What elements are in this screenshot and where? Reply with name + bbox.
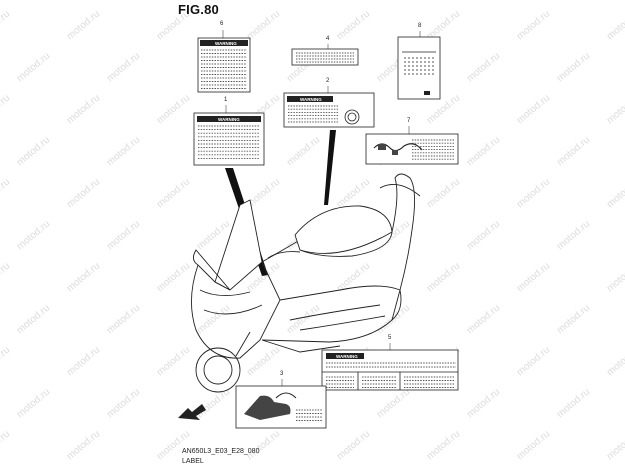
label-8[interactable]: [397, 31, 441, 100]
label-7[interactable]: [365, 126, 459, 165]
label-2[interactable]: [283, 86, 375, 128]
label-5-warning-text: WARNING: [336, 354, 358, 359]
callout-number-3: 3: [280, 371, 284, 377]
forward-arrow-icon: [178, 404, 206, 420]
callout-number-5: 5: [388, 335, 392, 341]
label-3[interactable]: [235, 379, 327, 429]
label-1[interactable]: [193, 105, 265, 166]
pointer-label-2: [324, 130, 336, 205]
label-1-warning-text: WARNING: [218, 117, 240, 122]
label-6[interactable]: [197, 30, 251, 93]
callout-number-1: 1: [224, 97, 228, 103]
label-4[interactable]: [291, 44, 359, 66]
label-6-warning-text: WARNING: [215, 41, 237, 46]
callout-number-4: 4: [326, 36, 330, 42]
label-2-warning-text: WARNING: [300, 97, 322, 102]
scooter-outline: [191, 173, 421, 393]
callout-number-7: 7: [407, 118, 411, 124]
model-code: AN650L3_E03_E28_080: [182, 448, 260, 455]
figure-title: FIG.80: [178, 2, 219, 17]
label-5[interactable]: [321, 343, 459, 391]
callout-number-6: 6: [220, 21, 224, 27]
callout-number-2: 2: [326, 78, 330, 84]
figure-caption: LABEL: [182, 458, 204, 465]
callout-number-8: 8: [418, 23, 422, 29]
